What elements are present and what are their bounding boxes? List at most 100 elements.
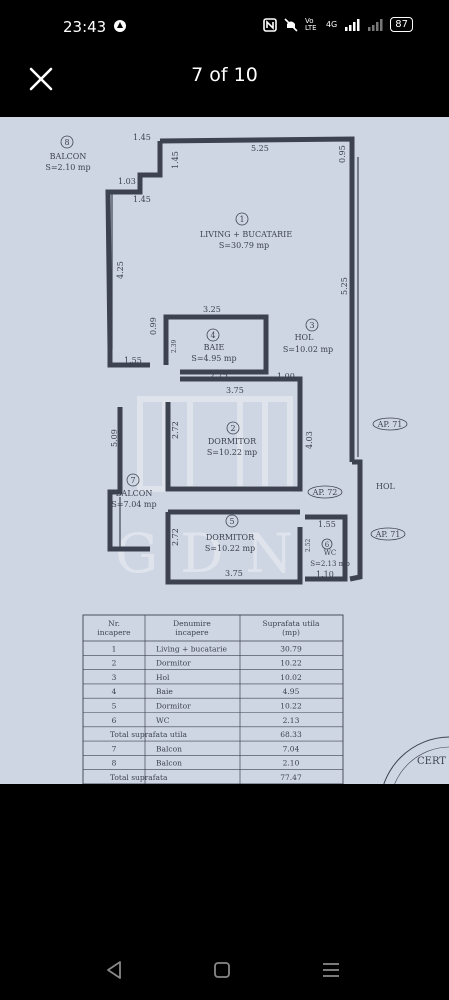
battery-icon: 87	[390, 17, 413, 32]
svg-text:DORMITOR: DORMITOR	[208, 437, 257, 446]
svg-text:1.00: 1.00	[277, 372, 295, 381]
svg-text:HOL: HOL	[295, 333, 315, 342]
status-bar: 23:43 Vo LTE 4G 87	[0, 0, 449, 56]
table-cell-area: 10.22	[280, 702, 302, 711]
table-cell-area: 2.10	[283, 759, 300, 768]
svg-text:7: 7	[130, 476, 135, 485]
svg-text:CERT: CERT	[417, 756, 446, 767]
table-total-label: Total suprafata utila	[110, 730, 187, 739]
svg-text:BALCON: BALCON	[50, 152, 87, 161]
svg-text:6: 6	[325, 541, 330, 549]
table-cell-name: Dormitor	[156, 659, 191, 668]
svg-text:S=10.22 mp: S=10.22 mp	[205, 544, 255, 553]
mute-icon	[284, 17, 298, 32]
svg-text:2.75: 2.75	[210, 371, 228, 380]
notification-app-icon	[114, 20, 126, 32]
svg-text:BALCON: BALCON	[116, 489, 153, 498]
svg-text:S=7.04 mp: S=7.04 mp	[111, 500, 156, 509]
certification-stamp: CERT	[383, 736, 449, 784]
system-navigation-bar	[0, 940, 449, 1000]
svg-text:S=2.13 mp: S=2.13 mp	[310, 560, 350, 568]
svg-text:3.75: 3.75	[225, 569, 243, 578]
table-cell-area: 30.79	[280, 644, 302, 653]
table-cell-num: 3	[112, 673, 117, 682]
image-counter: 7 of 10	[191, 64, 258, 86]
svg-text:BAIE: BAIE	[204, 343, 225, 352]
neighbor-labels: AP. 71 AP. 72 HOL AP. 71	[307, 417, 408, 541]
table-header-cell: Nr.incapere	[97, 619, 131, 637]
svg-text:LIVING + BUCATARIE: LIVING + BUCATARIE	[200, 230, 293, 239]
table-cell-num: 6	[112, 716, 117, 725]
table-cell-num: 7	[112, 744, 117, 753]
svg-text:2.72: 2.72	[171, 528, 180, 546]
svg-text:5: 5	[229, 517, 234, 526]
table-header-cell: Suprafata utila(mp)	[262, 619, 320, 637]
svg-text:4: 4	[210, 331, 215, 340]
room-labels: 8 BALCON S=2.10 mp 1 LIVING + BUCATARIE …	[45, 135, 350, 568]
table-cell-area: 4.95	[283, 687, 300, 696]
svg-text:1.10: 1.10	[316, 570, 334, 579]
table-cell-area: 77.47	[280, 773, 302, 782]
table-cell-area: 68.33	[280, 730, 302, 739]
svg-text:AP. 72: AP. 72	[312, 488, 338, 497]
svg-text:AP. 71: AP. 71	[375, 530, 401, 539]
nfc-icon	[263, 17, 277, 32]
viewer-toolbar: 7 of 10	[0, 56, 449, 116]
table-cell-area: 10.02	[280, 673, 302, 682]
recents-icon[interactable]	[318, 957, 344, 983]
svg-text:5.25: 5.25	[251, 144, 269, 153]
svg-text:4.03: 4.03	[305, 431, 314, 449]
clock: 23:43	[63, 18, 107, 36]
svg-text:1.45: 1.45	[171, 151, 180, 169]
svg-text:1.55: 1.55	[318, 520, 336, 529]
table-cell-num: 4	[112, 687, 117, 696]
svg-text:AP. 71: AP. 71	[377, 420, 403, 429]
table-cell-name: Balcon	[156, 744, 182, 753]
svg-text:S=10.22 mp: S=10.22 mp	[207, 448, 257, 457]
svg-text:2.72: 2.72	[171, 421, 180, 439]
table-cell-num: 2	[112, 659, 117, 668]
svg-text:3: 3	[309, 321, 314, 330]
table-cell-area: 2.13	[283, 716, 300, 725]
floor-plan-image[interactable]: GDN	[0, 117, 449, 784]
table-cell-area: 10.22	[280, 659, 302, 668]
svg-text:DORMITOR: DORMITOR	[206, 533, 255, 542]
svg-text:HOL: HOL	[376, 482, 396, 491]
svg-text:1.45: 1.45	[133, 195, 151, 204]
svg-text:8: 8	[64, 138, 69, 147]
svg-text:0.95: 0.95	[338, 145, 347, 163]
table-cell-name: Hol	[156, 673, 170, 682]
svg-text:1.45: 1.45	[133, 133, 151, 142]
table-cell-num: 1	[112, 644, 117, 653]
svg-text:2.39: 2.39	[171, 339, 178, 353]
back-icon[interactable]	[101, 957, 127, 983]
svg-text:WC: WC	[324, 549, 337, 557]
status-icons: Vo LTE 4G 87	[263, 17, 413, 32]
table-total-label: Total suprafata	[110, 773, 168, 782]
table-cell-name: Dormitor	[156, 702, 191, 711]
table-cell-num: 8	[112, 759, 117, 768]
svg-text:2: 2	[230, 424, 235, 433]
table-cell-name: Baie	[156, 687, 173, 696]
svg-text:4.25: 4.25	[116, 261, 125, 279]
svg-text:0.99: 0.99	[149, 317, 158, 335]
watermark-logo: GDN	[115, 396, 315, 585]
signal-icon	[345, 18, 360, 31]
svg-text:1.03: 1.03	[118, 177, 136, 186]
svg-text:3.75: 3.75	[226, 386, 244, 395]
home-icon[interactable]	[209, 957, 235, 983]
table-cell-name: WC	[156, 716, 170, 725]
svg-text:S=2.10 mp: S=2.10 mp	[45, 163, 90, 172]
svg-text:S=10.02 mp: S=10.02 mp	[283, 345, 333, 354]
table-cell-name: Balcon	[156, 759, 182, 768]
svg-text:1: 1	[239, 215, 244, 224]
watermark-text: GDN	[115, 522, 315, 585]
svg-text:1.55: 1.55	[124, 356, 142, 365]
network-type: 4G	[325, 20, 338, 29]
table-cell-num: 5	[112, 702, 117, 711]
plan-walls	[105, 136, 363, 585]
signal-2-icon	[368, 18, 383, 31]
close-icon[interactable]	[27, 65, 55, 93]
